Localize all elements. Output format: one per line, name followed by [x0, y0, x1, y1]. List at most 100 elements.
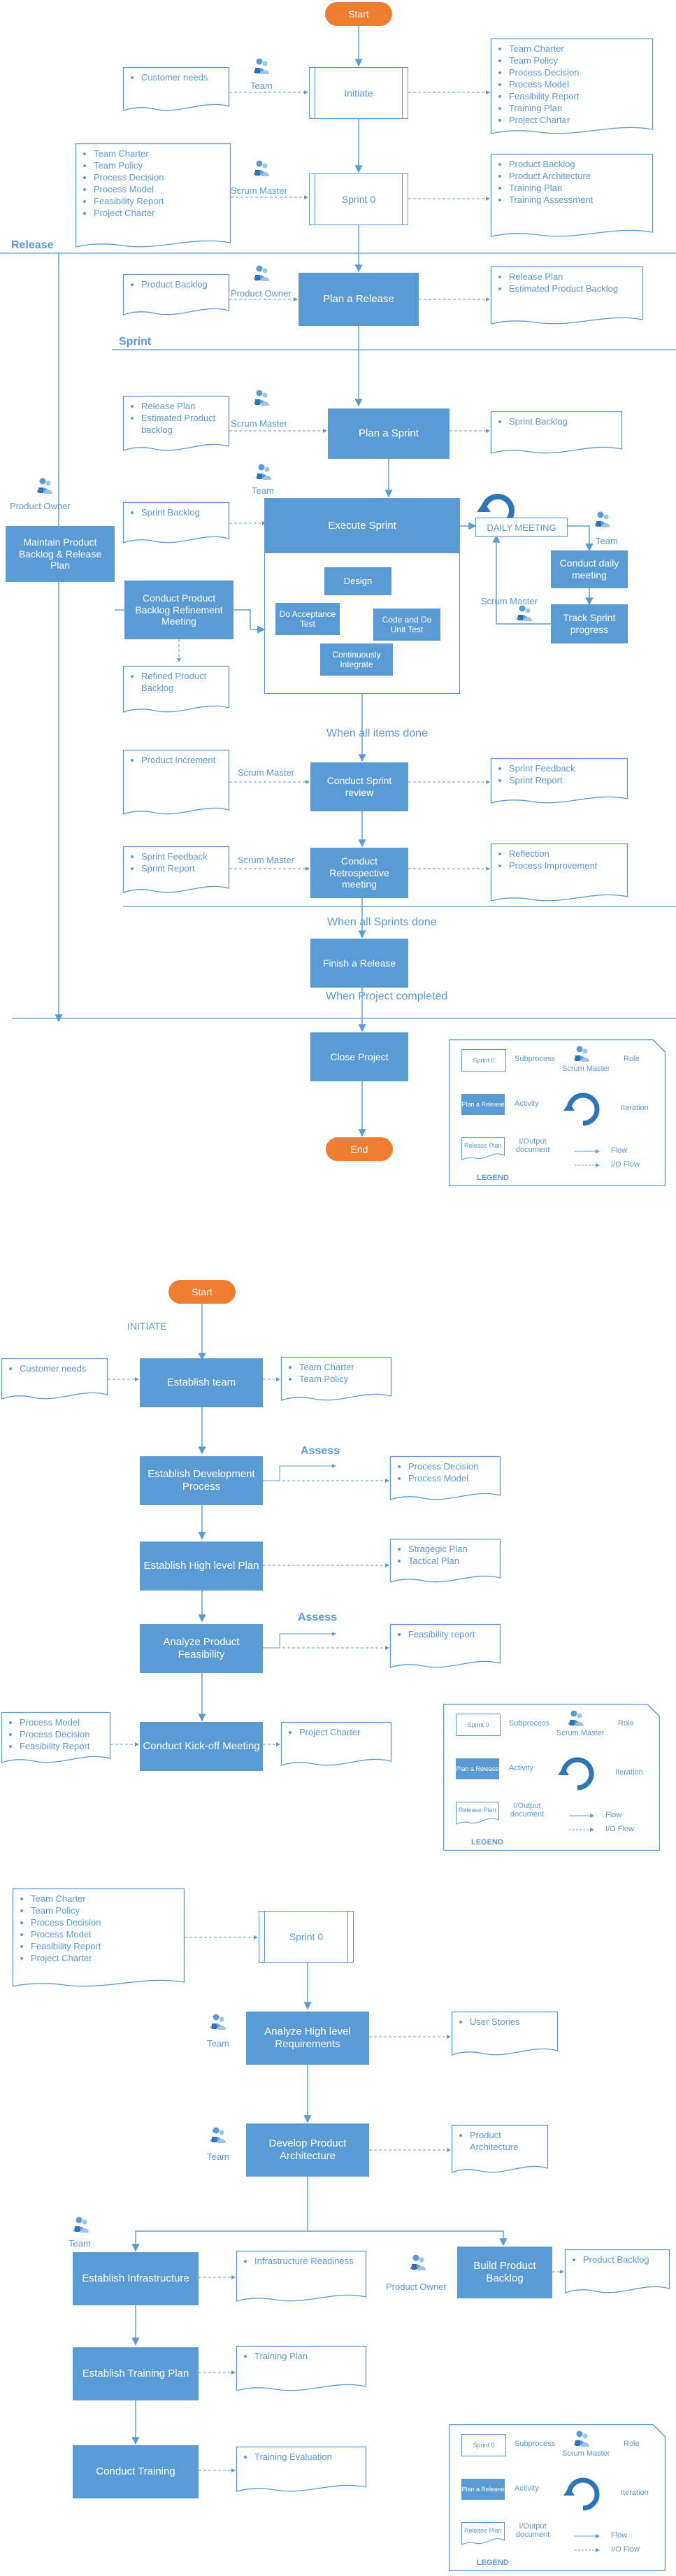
doc-list: Training Plan [236, 2346, 366, 2362]
doc-item: Estimated Product Backlog [509, 283, 639, 294]
doc-product-architecture[interactable]: Product Architecture [451, 2124, 549, 2173]
legend-iteration-label: Iteration [615, 1768, 643, 1777]
doc-sprint0-in-3[interactable]: Team CharterTeam PolicyProcess DecisionP… [12, 1888, 185, 1987]
doc-training-evaluation[interactable]: Training Evaluation [236, 2446, 367, 2492]
doc-product-backlog-1[interactable]: Product Backlog [122, 273, 230, 315]
conduct-training-activity[interactable]: Conduct Training [73, 2445, 199, 2498]
doc-refined-backlog[interactable]: Refined Product Backlog [122, 665, 230, 713]
doc-training-plan[interactable]: Training Plan [236, 2345, 367, 2391]
role-icon-sm-sprint0 [253, 159, 270, 178]
start-terminal-2[interactable]: Start [168, 1280, 236, 1304]
sprint-review-activity[interactable]: Conduct Sprint review [310, 762, 408, 811]
backlog-refinement-activity[interactable]: Conduct Product Backlog Refinement Meeti… [124, 581, 233, 639]
legend-flow-label: Flow [611, 1146, 628, 1155]
develop-architecture-activity[interactable]: Develop Product Architecture [246, 2123, 369, 2177]
sprint0-subprocess-3[interactable]: Sprint 0 [259, 1911, 354, 1963]
end-terminal[interactable]: End [326, 1137, 393, 1161]
doc-retro-in[interactable]: Sprint FeedbackSprint Report [122, 846, 230, 893]
doc-item: Process Model [509, 78, 649, 90]
build-backlog-activity[interactable]: Build Product Backlog [457, 2247, 552, 2298]
doc-item: Team Policy [94, 159, 226, 171]
legend-flow-label: Flow [611, 2531, 628, 2540]
plan-release-activity[interactable]: Plan a Release [299, 273, 419, 326]
doc-customer-needs[interactable]: Customer needs [122, 66, 230, 111]
legend-activity-label: Activity [515, 2484, 539, 2493]
sprint0-subprocess[interactable]: Sprint 0 [309, 173, 408, 225]
retrospective-activity[interactable]: Conduct Retrospective meeting [310, 848, 408, 898]
when-project-completed-label: When Project completed [326, 990, 448, 1002]
connector [131, 2177, 308, 2252]
connector [492, 534, 551, 625]
legend-io-flow-label: I/O Flow [611, 1160, 640, 1169]
doc-item: Refined Product Backlog [141, 670, 225, 694]
doc-list: Team CharterTeam PolicyProcess DecisionP… [13, 1888, 185, 1964]
legend-role-icon [573, 1045, 590, 1063]
legend-sample-subprocess: Sprint 0 [461, 1049, 506, 1072]
do-acceptance-activity[interactable]: Do Acceptance Test [275, 603, 340, 635]
legend-sample-document-text: Release Plan [464, 1142, 502, 1149]
doc-list: Team CharterTeam Policy [281, 1357, 391, 1385]
doc-release-out[interactable]: Release PlanEstimated Product Backlog [490, 266, 644, 325]
kickoff-activity[interactable]: Conduct Kick-off Meeting [140, 1722, 263, 1771]
initiate-subprocess[interactable]: Initiate [309, 67, 408, 119]
legend-io-flow-label: I/O Flow [611, 2545, 640, 2554]
establish-training-activity[interactable]: Establish Training Plan [73, 2347, 199, 2400]
doc-plan-out[interactable]: Stragegic PlanTactical Plan [389, 1538, 501, 1583]
doc-kickoff-out[interactable]: Project Charter [280, 1721, 392, 1766]
analyze-requirements-activity[interactable]: Analyze High level Requirements [246, 2012, 369, 2065]
doc-list: Feasibility report [390, 1624, 501, 1640]
doc-sprint0-in[interactable]: Team CharterTeam PolicyProcess DecisionP… [75, 143, 231, 248]
maintain-backlog-activity[interactable]: Maintain Product Backlog & Release Plan [6, 526, 115, 582]
analyze-feasibility-activity[interactable]: Analyze Product Feasibility [140, 1624, 263, 1673]
doc-sprint-backlog-in[interactable]: Sprint Backlog [122, 501, 230, 543]
doc-item: Product Architecture [509, 170, 649, 182]
code-unit-test-activity[interactable]: Code and Do Unit Test [373, 609, 440, 641]
doc-retro-out[interactable]: ReflectionProcess Improvement [490, 843, 628, 902]
doc-kickoff-in[interactable]: Process ModelProcess DecisionFeasibility… [1, 1712, 111, 1763]
establish-infra-activity[interactable]: Establish Infrastructure [73, 2252, 199, 2305]
doc-initiate-out[interactable]: Team CharterTeam PolicyProcess DecisionP… [490, 38, 654, 134]
conduct-daily-activity[interactable]: Conduct daily meeting [551, 550, 628, 588]
legend-iteration-label: Iteration [621, 1104, 649, 1112]
legend-sample-activity: Plan a Release [456, 1758, 499, 1779]
role-label-team-initiate: Team [250, 80, 273, 91]
daily-meeting-box[interactable]: DAILY MEETING [475, 518, 568, 537]
establish-high-plan-activity[interactable]: Establish High level Plan [140, 1542, 263, 1591]
doc-team-out[interactable]: Team CharterTeam Policy [280, 1356, 392, 1401]
doc-item: Release Plan [509, 271, 639, 283]
finish-release-activity[interactable]: Finish a Release [310, 939, 408, 988]
plan-sprint-activity[interactable]: Plan a Sprint [328, 408, 450, 459]
role-icon-po-build [410, 2254, 426, 2272]
doc-infra-readiness[interactable]: Infrastructure Readiness [236, 2250, 367, 2302]
doc-item: Stragegic Plan [408, 1543, 496, 1555]
establish-dev-process-activity[interactable]: Establish Development Process [140, 1456, 263, 1505]
role-label-sm-review: Scrum Master [238, 767, 294, 778]
doc-review-out[interactable]: Sprint FeedbackSprint Report [490, 757, 628, 804]
doc-product-backlog-3[interactable]: Product Backlog [564, 2249, 670, 2293]
doc-item: Team Policy [299, 1373, 387, 1385]
legend-sample-subprocess: Sprint 0 [456, 1714, 501, 1736]
establish-team-activity[interactable]: Establish team [140, 1358, 263, 1407]
doc-item: Sprint Backlog [509, 415, 618, 427]
close-project-activity[interactable]: Close Project [310, 1032, 408, 1081]
doc-item: Team Policy [509, 55, 649, 66]
doc-product-increment[interactable]: Product Increment [122, 749, 230, 815]
doc-item: User Stories [470, 2016, 554, 2028]
doc-user-stories[interactable]: User Stories [451, 2011, 559, 2056]
doc-item: Product Increment [141, 754, 225, 766]
doc-process-out[interactable]: Process DecisionProcess Model [389, 1456, 501, 1500]
doc-item: Feasibility Report [31, 1940, 180, 1952]
doc-feasibility-out[interactable]: Feasibility report [389, 1623, 501, 1668]
execute-sprint-activity[interactable]: Execute Sprint [265, 499, 459, 553]
doc-item: Process Decision [31, 1916, 180, 1928]
start-terminal[interactable]: Start [325, 2, 392, 26]
doc-customer-needs-2[interactable]: Customer needs [1, 1358, 108, 1400]
track-progress-activity[interactable]: Track Sprint progress [551, 604, 628, 643]
doc-sprint-backlog-out[interactable]: Sprint Backlog [490, 411, 623, 454]
continuous-integrate-activity[interactable]: Continuously Integrate [320, 643, 393, 676]
design-activity[interactable]: Design [324, 567, 391, 595]
doc-list: Team CharterTeam PolicyProcess DecisionP… [75, 143, 231, 219]
doc-sprint-plan-in[interactable]: Release PlanEstimated Product backlog [122, 395, 230, 451]
